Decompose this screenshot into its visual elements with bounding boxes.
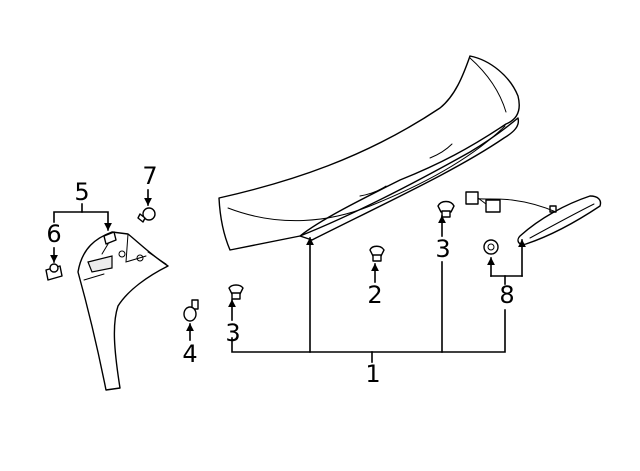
callout-4: 4 [182, 340, 197, 368]
side-bracket-part [77, 231, 169, 391]
callout-2: 2 [367, 281, 382, 309]
rear-spoiler-part [218, 55, 520, 251]
clip-part-2 [369, 245, 385, 262]
callout-7: 7 [142, 162, 157, 190]
callout-3-left: 3 [225, 319, 240, 347]
grommet-part-8 [483, 239, 499, 255]
bolt-part-4 [183, 299, 199, 322]
clip-part-3-right [437, 200, 455, 218]
callout-5: 5 [74, 178, 89, 206]
clip-part-3-left [228, 284, 244, 300]
clip-part-6 [45, 263, 63, 281]
callout-1: 1 [365, 360, 380, 388]
screw-part-7 [137, 207, 156, 223]
stop-lamp-part [465, 191, 602, 246]
callout-3-right: 3 [435, 235, 450, 263]
callout-6: 6 [46, 220, 61, 248]
leader-lines [50, 189, 526, 363]
callout-8: 8 [499, 281, 514, 309]
